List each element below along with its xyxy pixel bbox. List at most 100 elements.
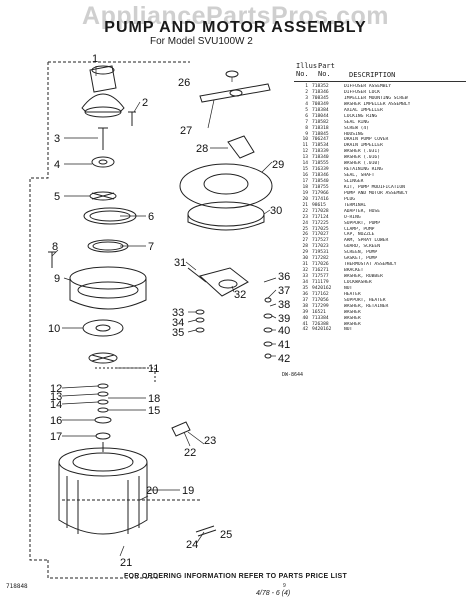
part-number: 16521 (312, 309, 326, 315)
part-illus-no: 29 (302, 250, 308, 256)
header-part-label: Part (318, 62, 335, 70)
callout-38: 38 (278, 299, 290, 311)
callout-42: 42 (278, 353, 290, 365)
part-number: 708349 (312, 101, 329, 107)
callout-10: 10 (48, 323, 60, 335)
part-description: IMPELLER MOUNTING SCREW (344, 95, 408, 101)
part-illus-no: 8 (305, 125, 308, 131)
part-number: 718384 (312, 107, 329, 113)
page-number: 9 (283, 583, 286, 589)
header-illus: Illus. No. (296, 62, 321, 78)
callout-21: 21 (120, 557, 132, 569)
callout-35: 35 (172, 327, 184, 339)
callout-32: 32 (234, 289, 246, 301)
part-description: PLUG (344, 196, 356, 202)
part-illus-no: 13 (302, 155, 308, 161)
callout-39: 39 (278, 313, 290, 325)
callout-17: 17 (50, 431, 62, 443)
part-illus-no: 33 (302, 274, 308, 279)
part-illus-no: 9 (305, 131, 308, 137)
parts-row: 27 717527 ARM, SPRAY LOWER (294, 238, 470, 244)
part-number: 718755 (312, 184, 329, 190)
part-illus-no: 1 (305, 84, 308, 89)
part-description: ADAPTER, HOSE (344, 208, 380, 214)
part-description: BRACKET (344, 268, 364, 274)
part-description: ARM, SPRAY LOWER (344, 238, 389, 244)
callout-33: 33 (172, 307, 184, 319)
part-number: 717299 (312, 303, 329, 309)
part-illus-no: 37 (302, 297, 308, 303)
header-illus-label: Illus. (296, 62, 322, 70)
header-description: DESCRIPTION (349, 71, 396, 79)
part-number: 98615 (312, 202, 326, 208)
part-illus-no: 7 (305, 119, 308, 125)
part-illus-no: 34 (302, 279, 308, 285)
part-number: 717527 (312, 238, 329, 244)
part-number: 711179 (312, 279, 329, 285)
part-description: O-RING (344, 214, 361, 220)
header-illus-no: No. (296, 70, 309, 78)
header-part: Part No. (318, 62, 335, 78)
part-description: DIFFUSER LOCK (344, 89, 380, 95)
part-description: SUPPORT, PUMP (344, 220, 380, 226)
part-number: 718340 (312, 155, 329, 161)
revision-date: 4/78 - 6 (4) (256, 590, 291, 597)
callout-36: 36 (278, 271, 290, 283)
callout-5: 5 (54, 191, 60, 203)
part-illus-no: 11 (302, 143, 308, 149)
part-illus-no: 42 (302, 327, 308, 333)
part-number: 717282 (312, 256, 329, 262)
callout-6: 6 (148, 211, 154, 223)
part-number: 708345 (312, 95, 329, 101)
callout-20: 20 (146, 485, 158, 497)
part-description: SEAL, SHAFT (344, 173, 375, 179)
part-number: 717025 (312, 226, 329, 232)
part-number: 9420162 (312, 285, 332, 291)
part-description: NUT (344, 285, 353, 291)
part-illus-no: 27 (302, 238, 308, 244)
part-description: TERMINAL (344, 202, 367, 208)
callout-9: 9 (54, 273, 60, 285)
watermark: AppliancePartsPros.com (82, 2, 389, 30)
part-illus-no: 35 (302, 285, 308, 291)
part-description: WASHER, RUBBER (344, 274, 383, 279)
part-number: 718346 (312, 89, 329, 95)
callout-28: 28 (196, 143, 208, 155)
part-number: 717026 (312, 262, 329, 268)
part-number: 717023 (312, 244, 329, 250)
model-subtitle: For Model SVU100W 2 (150, 36, 253, 47)
callout-26: 26 (178, 77, 190, 89)
part-number: 717028 (312, 208, 329, 214)
part-illus-no: 17 (302, 179, 308, 184)
part-description: HOUSING (344, 131, 364, 137)
part-number: 706247 (312, 137, 329, 143)
part-description: AXIAL IMPELLER (344, 107, 383, 113)
part-number: 713384 (312, 315, 329, 321)
part-number: 718318 (312, 125, 329, 131)
part-number: 717577 (312, 274, 329, 279)
part-number: 717056 (312, 297, 329, 303)
header-rule (294, 81, 466, 82)
callout-19: 19 (182, 485, 194, 497)
part-description: DRAIN IMPELLER (344, 143, 383, 149)
part-description: THERMOSTAT ASSEMBLY (344, 262, 397, 268)
callout-14: 14 (50, 399, 62, 411)
